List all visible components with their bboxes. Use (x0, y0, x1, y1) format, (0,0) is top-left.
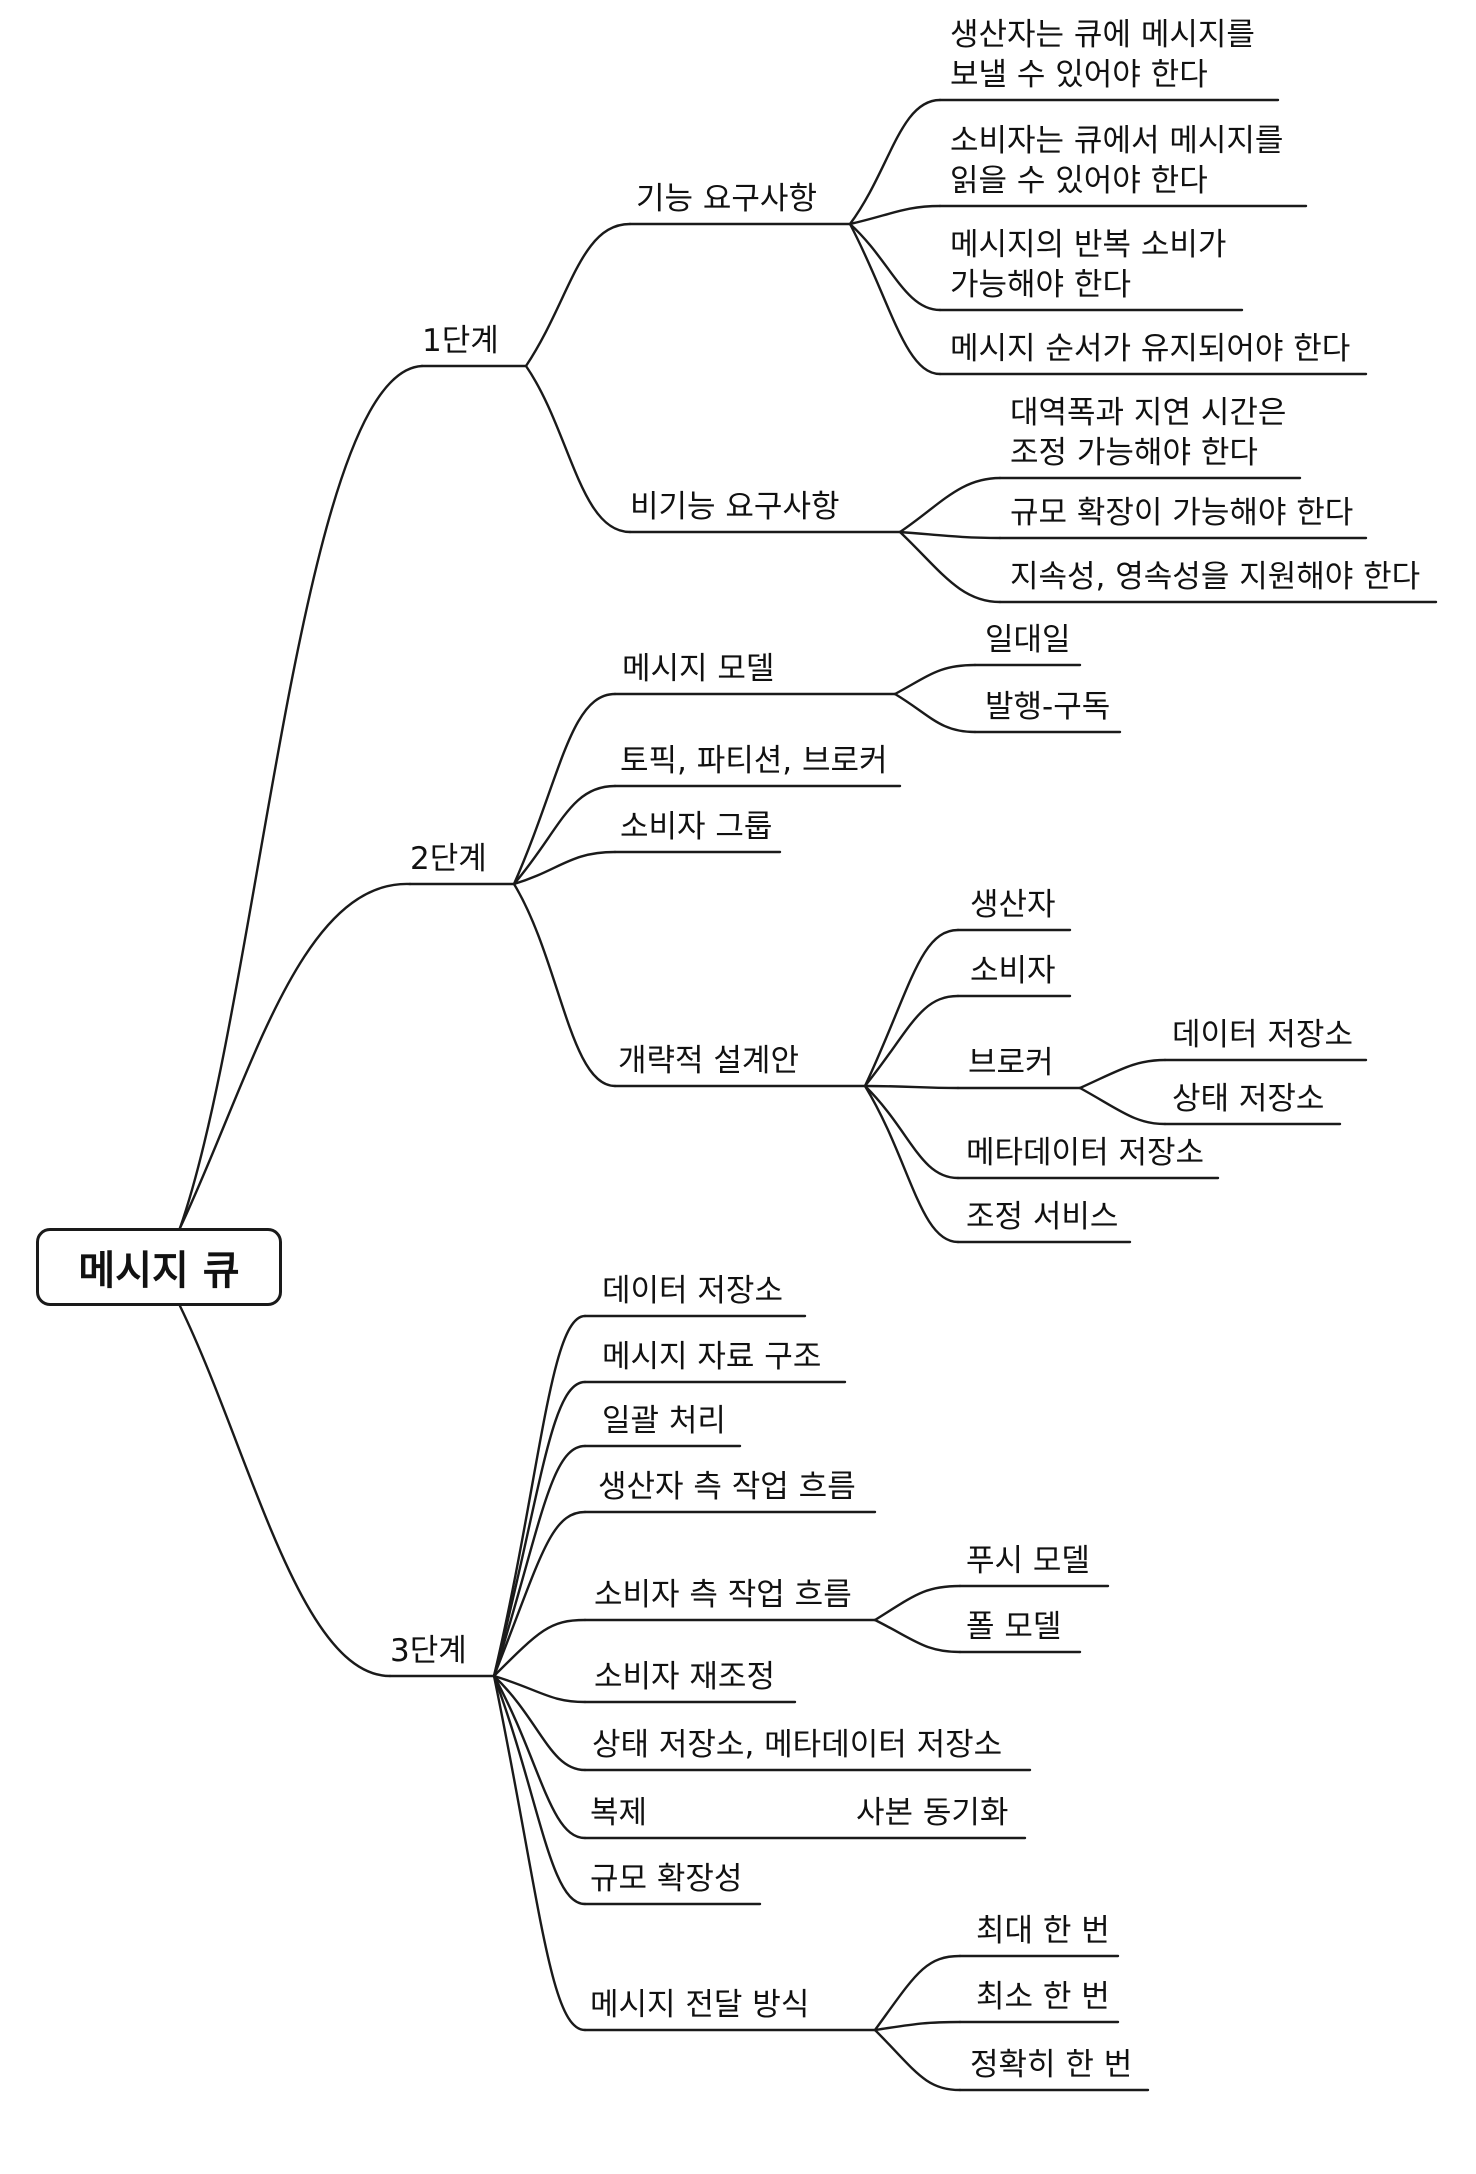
root-label: 메시지 큐 (78, 1248, 240, 1294)
edge-design-consumer (863, 994, 960, 1088)
delivery-at-least-once: 최소 한 번 (976, 1979, 1110, 2015)
edge-stage3-data-structure (492, 1380, 587, 1678)
stage3-producer-flow: 생산자 측 작업 흐름 (598, 1469, 856, 1505)
edge-stage3-batching (492, 1444, 587, 1678)
edge-stage3-delivery (492, 1674, 587, 2032)
root-node: 메시지 큐 (36, 1228, 282, 1306)
stage3-consumer-rebalancing: 소비자 재조정 (594, 1659, 775, 1695)
edge-functional-item1 (848, 98, 942, 226)
stage3-consumer-flow-label: 소비자 측 작업 흐름 (594, 1577, 852, 1613)
design-producer: 생산자 (970, 887, 1056, 923)
edge-design-broker (863, 1084, 960, 1090)
message-model-label: 메시지 모델 (622, 651, 775, 687)
stage3-scalability: 규모 확장성 (590, 1861, 743, 1897)
stage3-message-data-structure: 메시지 자료 구조 (602, 1339, 822, 1375)
edge-design-producer (863, 928, 960, 1088)
edge-stage2-message-model (512, 692, 617, 886)
edge-stage3-producer-flow (492, 1510, 587, 1678)
edge-stage2-design (512, 882, 617, 1088)
edge-broker-item1 (1078, 1058, 1167, 1090)
high-level-design-label: 개략적 설계안 (618, 1043, 799, 1079)
edge-nonfunctional-item1 (898, 476, 1002, 534)
edge-functional-item3 (848, 222, 942, 312)
replication-sync: 사본 동기화 (856, 1795, 1009, 1831)
edge-stage2-topics (512, 784, 617, 886)
edge-root-stage1 (178, 364, 424, 1230)
edge-nonfunctional-item2 (898, 530, 1002, 540)
functional-item3-line1: 메시지의 반복 소비가 (950, 227, 1227, 263)
edge-stage3-scalability (492, 1674, 587, 1906)
topics-partitions-brokers: 토픽, 파티션, 브로커 (620, 743, 888, 779)
delivery-exactly-once: 정확히 한 번 (970, 2047, 1133, 2083)
nonfunctional-item3: 지속성, 영속성을 지원해야 한다 (1010, 559, 1421, 595)
edge-functional-item4 (848, 222, 942, 376)
functional-item1-line1: 생산자는 큐에 메시지를 (950, 17, 1255, 53)
edge-stage3-replication (492, 1674, 587, 1840)
consumer-flow-push-model: 푸시 모델 (966, 1543, 1090, 1579)
edge-stage3-rebalancing (492, 1674, 587, 1704)
stage1-label: 1단계 (422, 323, 499, 359)
stage3-batching: 일괄 처리 (602, 1403, 726, 1439)
edge-functional-item2 (848, 204, 942, 226)
edge-stage3-data-store (492, 1314, 587, 1678)
edge-stage3-consumer-flow (492, 1618, 587, 1678)
edge-consumer-flow-pull (873, 1618, 962, 1654)
functional-item2-line2: 읽을 수 있어야 한다 (950, 163, 1208, 199)
design-broker-label: 브로커 (968, 1045, 1054, 1081)
design-metadata-store: 메타데이터 저장소 (966, 1135, 1205, 1171)
functional-item3-line2: 가능해야 한다 (950, 267, 1131, 303)
edge-stage1-nonfunctional (524, 364, 632, 534)
nonfunctional-item1-line1: 대역폭과 지연 시간은 (1010, 395, 1287, 431)
edge-model-item2 (893, 692, 977, 734)
stage2-label: 2단계 (410, 841, 487, 877)
functional-item4: 메시지 순서가 유지되어야 한다 (950, 331, 1351, 367)
edge-consumer-flow-push (873, 1584, 962, 1622)
consumer-group: 소비자 그룹 (620, 809, 773, 845)
consumer-flow-pull-model: 폴 모델 (966, 1609, 1062, 1645)
edge-design-coordination (863, 1084, 960, 1244)
functional-item2-line1: 소비자는 큐에서 메시지를 (950, 123, 1284, 159)
design-consumer: 소비자 (970, 953, 1056, 989)
edge-root-stage2 (178, 882, 412, 1230)
stage3-data-store: 데이터 저장소 (602, 1273, 783, 1309)
functional-requirements-label: 기능 요구사항 (636, 181, 817, 217)
nonfunctional-item1-line2: 조정 가능해야 한다 (1010, 435, 1258, 471)
stage3-state-metadata-store: 상태 저장소, 메타데이터 저장소 (592, 1727, 1003, 1763)
broker-data-store: 데이터 저장소 (1172, 1017, 1353, 1053)
edge-stage2-consumer-group (512, 850, 617, 886)
message-model-one-to-one: 일대일 (985, 622, 1071, 658)
edge-delivery-item1 (873, 1954, 962, 2032)
delivery-at-most-once: 최대 한 번 (976, 1913, 1110, 1949)
nonfunctional-requirements-label: 비기능 요구사항 (630, 489, 840, 525)
functional-item1-line2: 보낼 수 있어야 한다 (950, 57, 1208, 93)
edge-model-item1 (893, 663, 977, 696)
stage3-replication: 복제 (590, 1795, 648, 1831)
edge-delivery-item2 (873, 2020, 962, 2032)
edge-design-metadata (863, 1084, 960, 1180)
edge-stage3-state-meta (492, 1674, 587, 1772)
nonfunctional-item2: 규모 확장이 가능해야 한다 (1010, 495, 1354, 531)
stage3-label: 3단계 (390, 1633, 467, 1669)
edge-nonfunctional-item3 (898, 530, 1002, 604)
message-model-pub-sub: 발행-구독 (985, 689, 1111, 725)
edge-broker-item2 (1078, 1086, 1167, 1126)
broker-state-store: 상태 저장소 (1172, 1081, 1325, 1117)
edge-delivery-item3 (873, 2028, 962, 2092)
design-coordination-service: 조정 서비스 (966, 1199, 1119, 1235)
edge-stage1-functional (524, 222, 632, 368)
edge-root-stage3 (178, 1304, 392, 1678)
stage3-delivery-semantics-label: 메시지 전달 방식 (590, 1987, 810, 2023)
